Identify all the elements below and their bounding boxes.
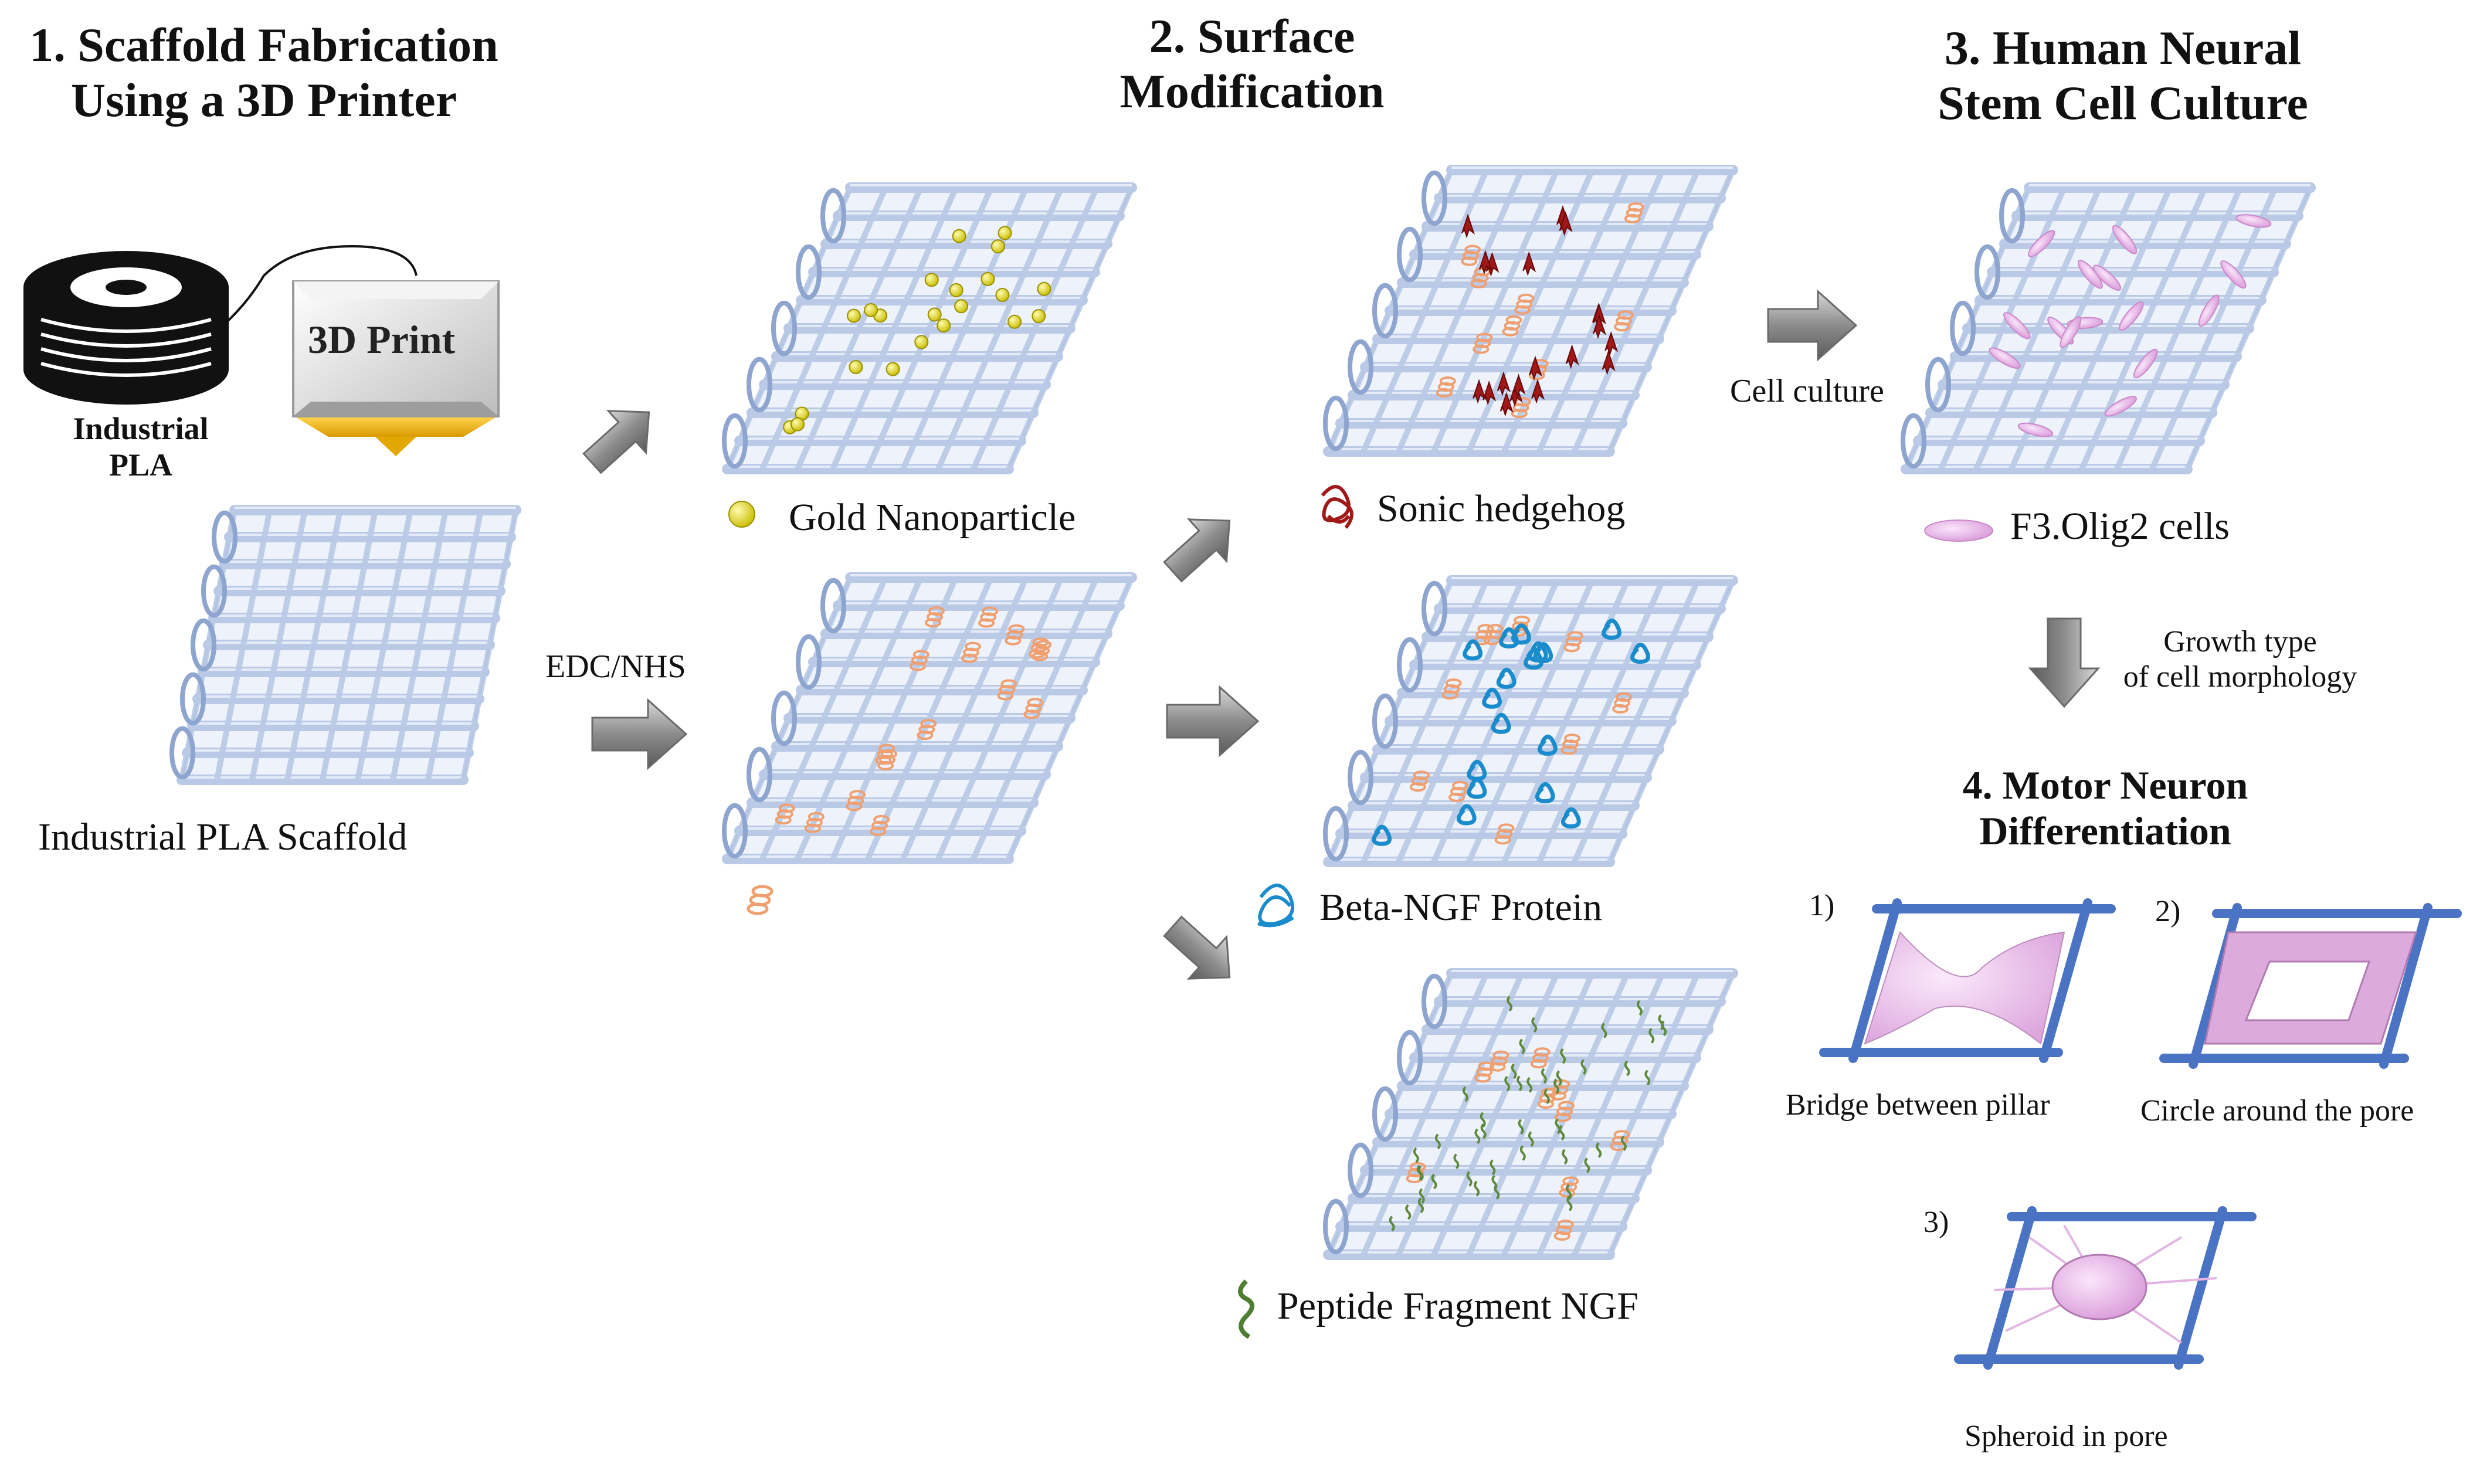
section-3-title-line1: 3. Human Neural [1944,21,2302,74]
peptide-ngf-icon [1238,1279,1254,1339]
section-3-title-line2: Stem Cell Culture [1938,76,2308,130]
spool-label-line1: Industrial [73,411,209,446]
arrow-down-growth-icon [2028,617,2101,708]
spool-label-line2: PLA [109,447,172,483]
scaffold-plain [169,505,521,785]
morphology-1-label: Bridge between pillar [1786,1088,2050,1122]
bridge-cells-icon [1864,931,2065,1045]
arrow-cell-culture-icon [1767,289,1858,362]
3d-printer-icon [292,280,500,456]
arrow-to-gold-icon [582,410,650,474]
section-1-title: 1. Scaffold Fabrication Using a 3D Print… [23,18,504,128]
scaffold-label: Industrial PLA Scaffold [38,816,408,858]
spheroid-panel-icon [1954,1206,2257,1370]
f3-olig2-label: F3.Olig2 cells [2010,505,2230,548]
f3-olig2-cell-icon [1924,519,1993,542]
spheroid-cells-icon [1993,1225,2217,1344]
section-1-title-line1: 1. Scaffold Fabrication [29,18,498,72]
edc-nhs-label: EDC/NHS [545,648,686,685]
scaffold-betangf [1323,575,1738,867]
morphology-1-number: 1) [1809,889,1835,922]
sonic-hedgehog-icon [1321,485,1353,529]
beta-ngf-label: Beta-NGF Protein [1319,886,1603,929]
beta-ngf-icon [1257,884,1294,928]
pla-spool-icon [23,244,418,405]
growth-type-line1: Growth type [2163,625,2317,658]
peptide-ngf-label: Peptide Fragment NGF [1277,1285,1638,1327]
morphology-3-number: 3) [1923,1205,1949,1239]
sonic-hedgehog-label: Sonic hedgehog [1377,487,1626,530]
scaffold-shh [1323,165,1738,457]
section-2-title-line2: Modification [1119,64,1385,118]
section-1-title-line2: Using a 3D Printer [70,73,457,127]
scaffold-linker [722,572,1137,864]
cell-culture-label: Cell culture [1730,373,1884,409]
section-2-title-line1: 2. Surface [1149,9,1355,63]
gold-nanoparticle-icon [728,501,755,528]
spool-label: Industrial PLA [53,410,229,483]
linker-icon [747,885,773,915]
gold-nanoparticle-label: Gold Nanoparticle [789,496,1076,539]
morphology-2-number: 2) [2155,895,2181,928]
scaffold-peptide [1323,968,1738,1260]
section-4-title: 4. Motor Neuron Differentiation [1894,762,2316,854]
section-2-title: 2. Surface Modification [1032,9,1472,120]
arrow-to-betangf-icon [1166,685,1260,758]
printer-label: 3D Print [308,317,456,362]
section-4-title-line1: 4. Motor Neuron [1962,763,2248,807]
morphology-2-label: Circle around the pore [2140,1094,2414,1128]
bridge-panel-icon [1819,898,2116,1063]
growth-type-line2: of cell morphology [2123,660,2357,694]
circle-cells-icon [2204,931,2418,1045]
arrow-edc-icon [591,698,688,770]
growth-type-label: Growth type of cell morphology [2094,624,2387,695]
scaffold-gold [722,182,1137,474]
section-3-title: 3. Human Neural Stem Cell Culture [1877,21,2369,131]
arrow-to-peptide-icon [1163,915,1231,980]
scaffold-f3-cells [1901,182,2316,474]
section-4-title-line2: Differentiation [1979,809,2231,854]
arrow-to-shh-icon [1163,518,1231,583]
morphology-3-label: Spheroid in pore [1965,1420,2168,1453]
